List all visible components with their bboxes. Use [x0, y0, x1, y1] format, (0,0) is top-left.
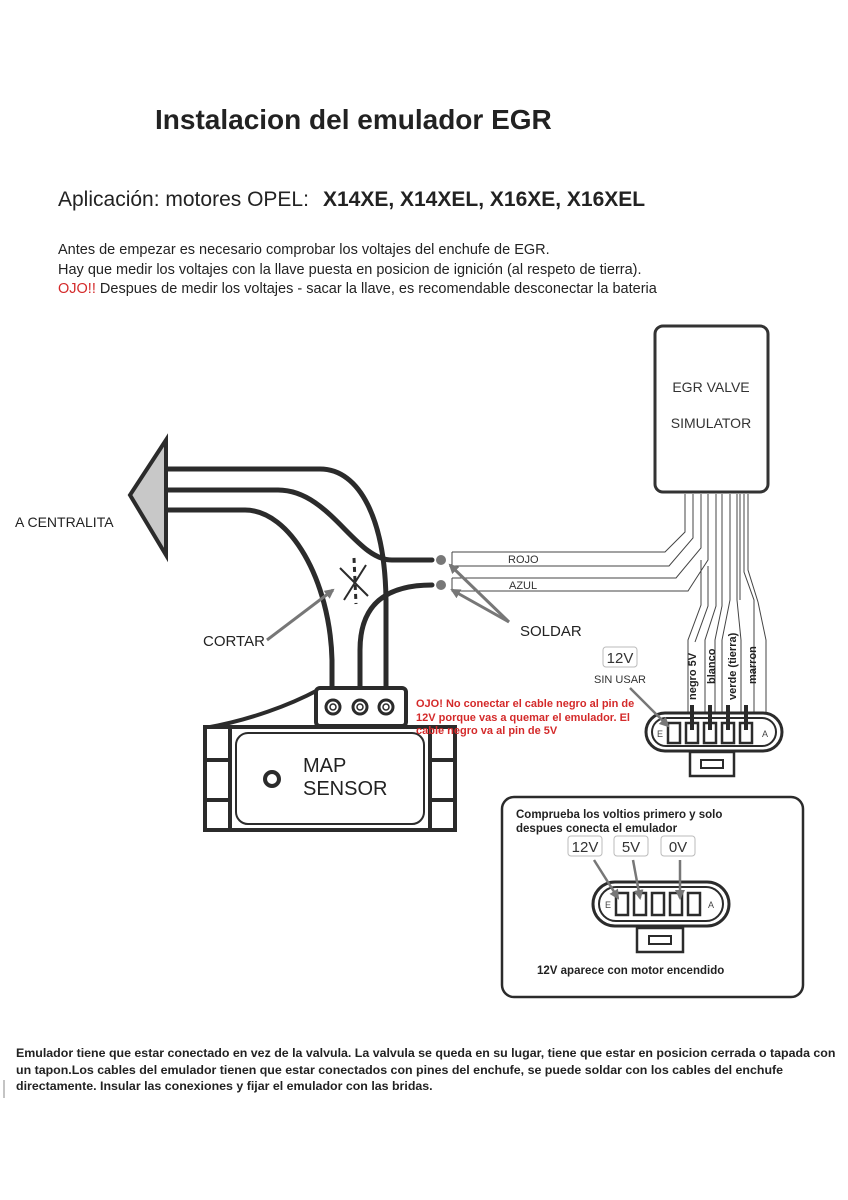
unused-pin-arrow: [629, 687, 670, 728]
footer-instructions: Emulador tiene que estar conectado en ve…: [16, 1046, 836, 1093]
intro-line-3-text: Despues de medir los voltajes - sacar la…: [95, 281, 657, 297]
map-sensor-label-2: SENSOR: [303, 778, 387, 800]
solder-label: SOLDAR: [520, 623, 582, 640]
egr-plug-connector: [644, 705, 784, 778]
solder-arrow-blue: [450, 588, 510, 624]
check-instruction: Comprueba los voltios primero y solo des…: [516, 809, 723, 835]
cut-arrow: [266, 588, 335, 642]
black-wire-warning: OJO! No conectar el cable negro al pin d…: [416, 698, 635, 737]
simulator-label-2: SIMULATOR: [671, 415, 751, 431]
application-line: Aplicación: motores OPEL: X14XE, X14XEL, …: [58, 188, 645, 212]
intro-line-3: OJO!! Despues de medir los voltajes - sa…: [58, 280, 657, 300]
voltage-box-0v: [660, 835, 696, 857]
wire-label-black-5v: negro 5V: [687, 652, 699, 700]
voltage-label-5v: 5V: [622, 839, 640, 856]
check-pin-label-e: E: [605, 900, 611, 910]
arrow-5v: [631, 859, 644, 900]
wire-label-red: ROJO: [508, 554, 539, 566]
check-pin-label-a: A: [708, 900, 714, 910]
solder-arrow-red: [448, 563, 511, 624]
pin-label-e: E: [657, 729, 663, 739]
application-label: Aplicación: motores OPEL:: [58, 188, 309, 211]
map-sensor-wires: [165, 466, 435, 703]
engine-models: X14XE, X14XEL, X16XE, X16XEL: [322, 188, 646, 211]
page-title: Instalacion del emulador EGR: [155, 104, 552, 135]
voltage-box-12v: [567, 835, 603, 857]
unused-pin-label: SIN USAR: [594, 674, 646, 686]
map-sensor-label-1: MAP: [303, 755, 346, 777]
warning-prefix: OJO!!: [58, 281, 96, 297]
cut-label: CORTAR: [203, 633, 265, 650]
voltage-label-12v: 12V: [572, 839, 599, 856]
wire-label-white: blanco: [706, 648, 718, 684]
voltage-label-0v: 0V: [669, 839, 687, 856]
intro-text: Antes de empezar es necesario comprobar …: [58, 241, 657, 300]
ecu-connector-arrow: [127, 433, 168, 563]
intro-line-2: Hay que medir los voltajes con la llave …: [58, 261, 642, 278]
unused-voltage-box: [602, 646, 638, 668]
simulator-ribbon-wires: [452, 494, 767, 720]
solder-point-blue: [436, 580, 446, 590]
solder-point-red: [436, 555, 446, 565]
check-box-connector: [591, 880, 731, 954]
arrow-12v: [592, 859, 620, 900]
simulator-label-1: EGR VALVE: [672, 379, 749, 395]
unused-voltage-label: 12V: [607, 650, 634, 667]
ecu-label: A CENTRALITA: [15, 514, 114, 530]
wire-label-brown: marron: [747, 646, 759, 684]
cut-mark-icon: [339, 557, 369, 605]
map-sensor: [203, 686, 457, 832]
wire-label-green-ground: verde (tierra): [727, 632, 739, 700]
voltage-box-5v: [613, 835, 649, 857]
pin-label-a: A: [762, 729, 768, 739]
egr-simulator-box: [653, 324, 770, 494]
wire-label-blue: AZUL: [509, 580, 537, 592]
intro-line-1: Antes de empezar es necesario comprobar …: [58, 242, 550, 258]
check-note: 12V aparece con motor encendido: [537, 965, 725, 977]
